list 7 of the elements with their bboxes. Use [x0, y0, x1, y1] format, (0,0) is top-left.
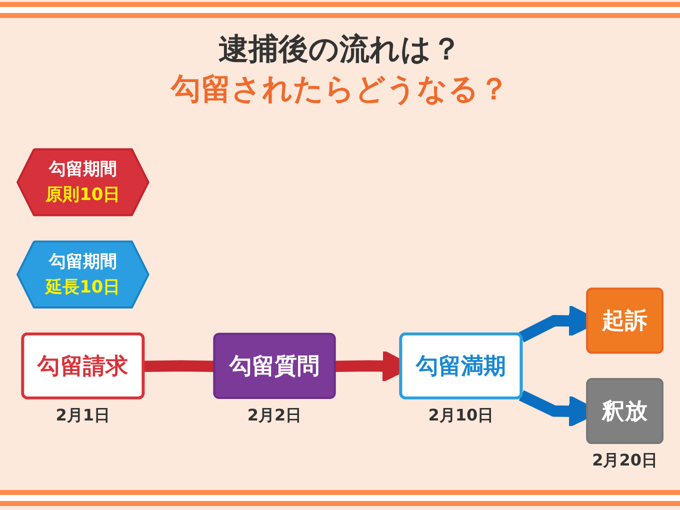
date-label: 2月1日	[56, 406, 110, 424]
connector	[144, 360, 215, 372]
date-label: 2月20日	[592, 450, 658, 470]
date-label: 2月2日	[247, 406, 302, 424]
date-label: 2月10日	[428, 406, 494, 424]
subtitle: 勾留されたらどうなる？	[171, 71, 509, 109]
title: 逮捕後の流れは？	[218, 31, 462, 69]
